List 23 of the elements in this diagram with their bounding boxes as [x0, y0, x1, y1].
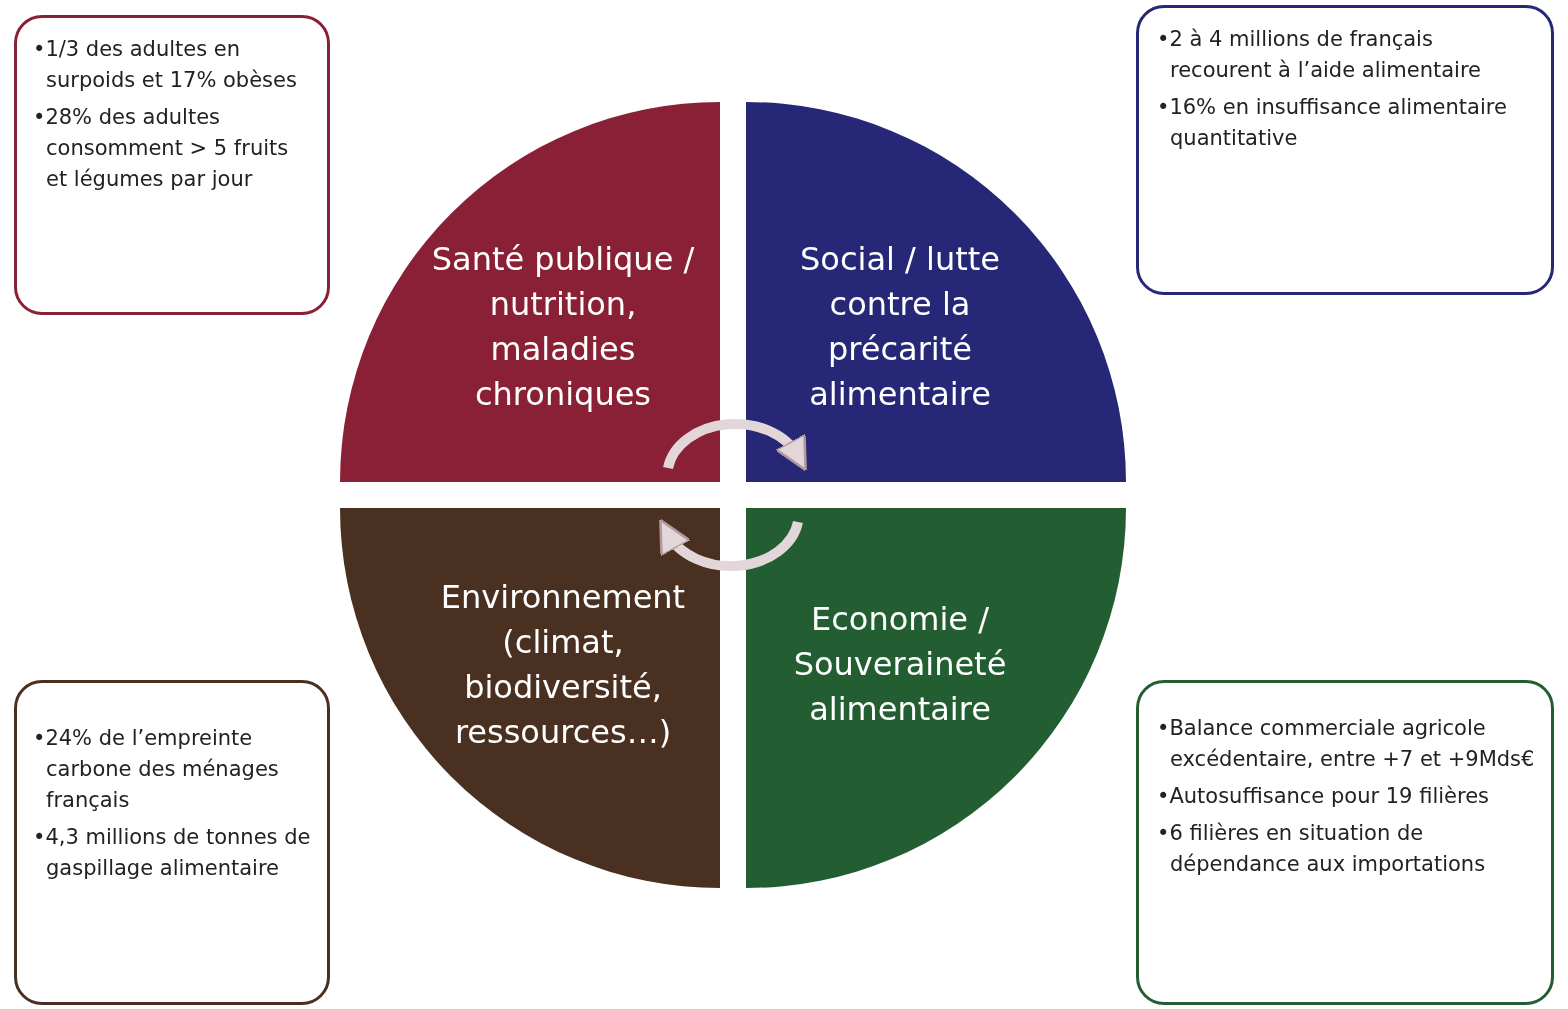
- bullet-text: •2 à 4 millions de français recourent à l’aide alimentaire: [1157, 26, 1483, 84]
- bullet-text: •Balance commerciale agricole excédentaire, entre +7 et +9Mds€: [1157, 715, 1536, 773]
- curved-arrow: [663, 419, 808, 471]
- bullet-text: •Autosuffisance pour 19 filières: [1157, 783, 1490, 810]
- bullet-text: •6 filières en situation de dépendance aux importations: [1157, 820, 1487, 878]
- curved-arrow: [658, 519, 803, 571]
- bullet-text: •24% de l’empreinte carbone des ménages français: [33, 725, 280, 814]
- info-card: [14, 15, 330, 315]
- quadrant-title: Environnement (climat, biodiversité, ressources…): [439, 577, 687, 753]
- quadrant-title: Social / lutte contre la précarité alimentaire: [799, 239, 1001, 415]
- quadrant-shape: [746, 102, 1126, 482]
- quadrant-shape: [746, 508, 1126, 888]
- info-card: [1136, 680, 1554, 1005]
- bullet-text: •16% en insuffisance alimentaire quantitative: [1157, 94, 1508, 152]
- bullet-text: •1/3 des adultes en surpoids et 17% obèses: [33, 36, 298, 94]
- quadrant-shape: [340, 102, 720, 482]
- quadrant-title: Economie / Souveraineté alimentaire: [792, 599, 1008, 730]
- quadrant-title: Santé publique / nutrition, maladies chroniques: [430, 239, 696, 415]
- bullet-text: •4,3 millions de tonnes de gaspillage alimentaire: [33, 824, 312, 882]
- info-card: [1136, 5, 1554, 295]
- info-card: [14, 680, 330, 1005]
- quadrant-shape: [340, 508, 720, 888]
- bullet-text: •28% des adultes consomment > 5 fruits et légumes par jour: [33, 104, 290, 193]
